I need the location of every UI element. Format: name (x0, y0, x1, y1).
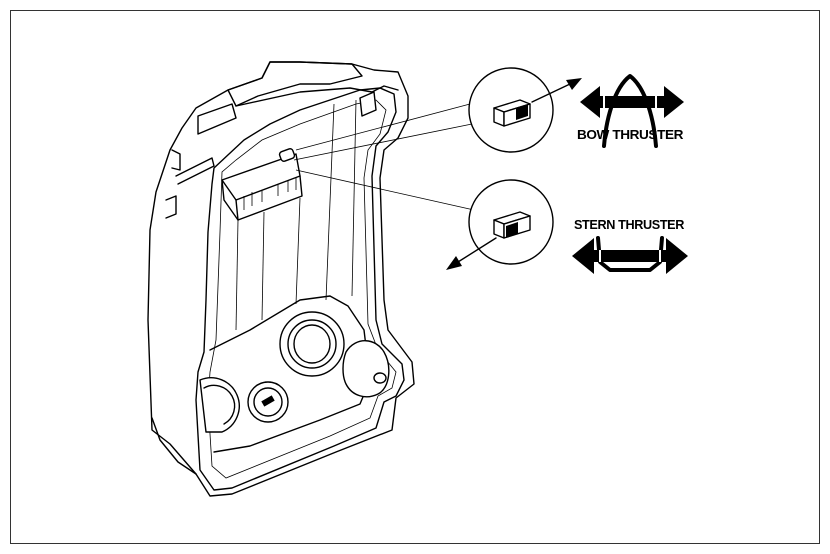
stern-thruster-arrows-icon (572, 236, 688, 274)
switch-detail-bow (468, 67, 582, 153)
dip-switch-up-icon (493, 99, 531, 127)
diagram-frame (10, 10, 820, 544)
switch-detail-stern (446, 179, 554, 270)
bow-thruster-arrows-icon (580, 74, 684, 148)
stern-thruster-label: STERN THRUSTER (574, 217, 685, 232)
bow-thruster-label: BOW THRUSTER (577, 127, 684, 142)
dip-switch-down-icon (493, 211, 531, 239)
callout-leader-lines (293, 103, 475, 211)
panel-housing (147, 61, 415, 497)
